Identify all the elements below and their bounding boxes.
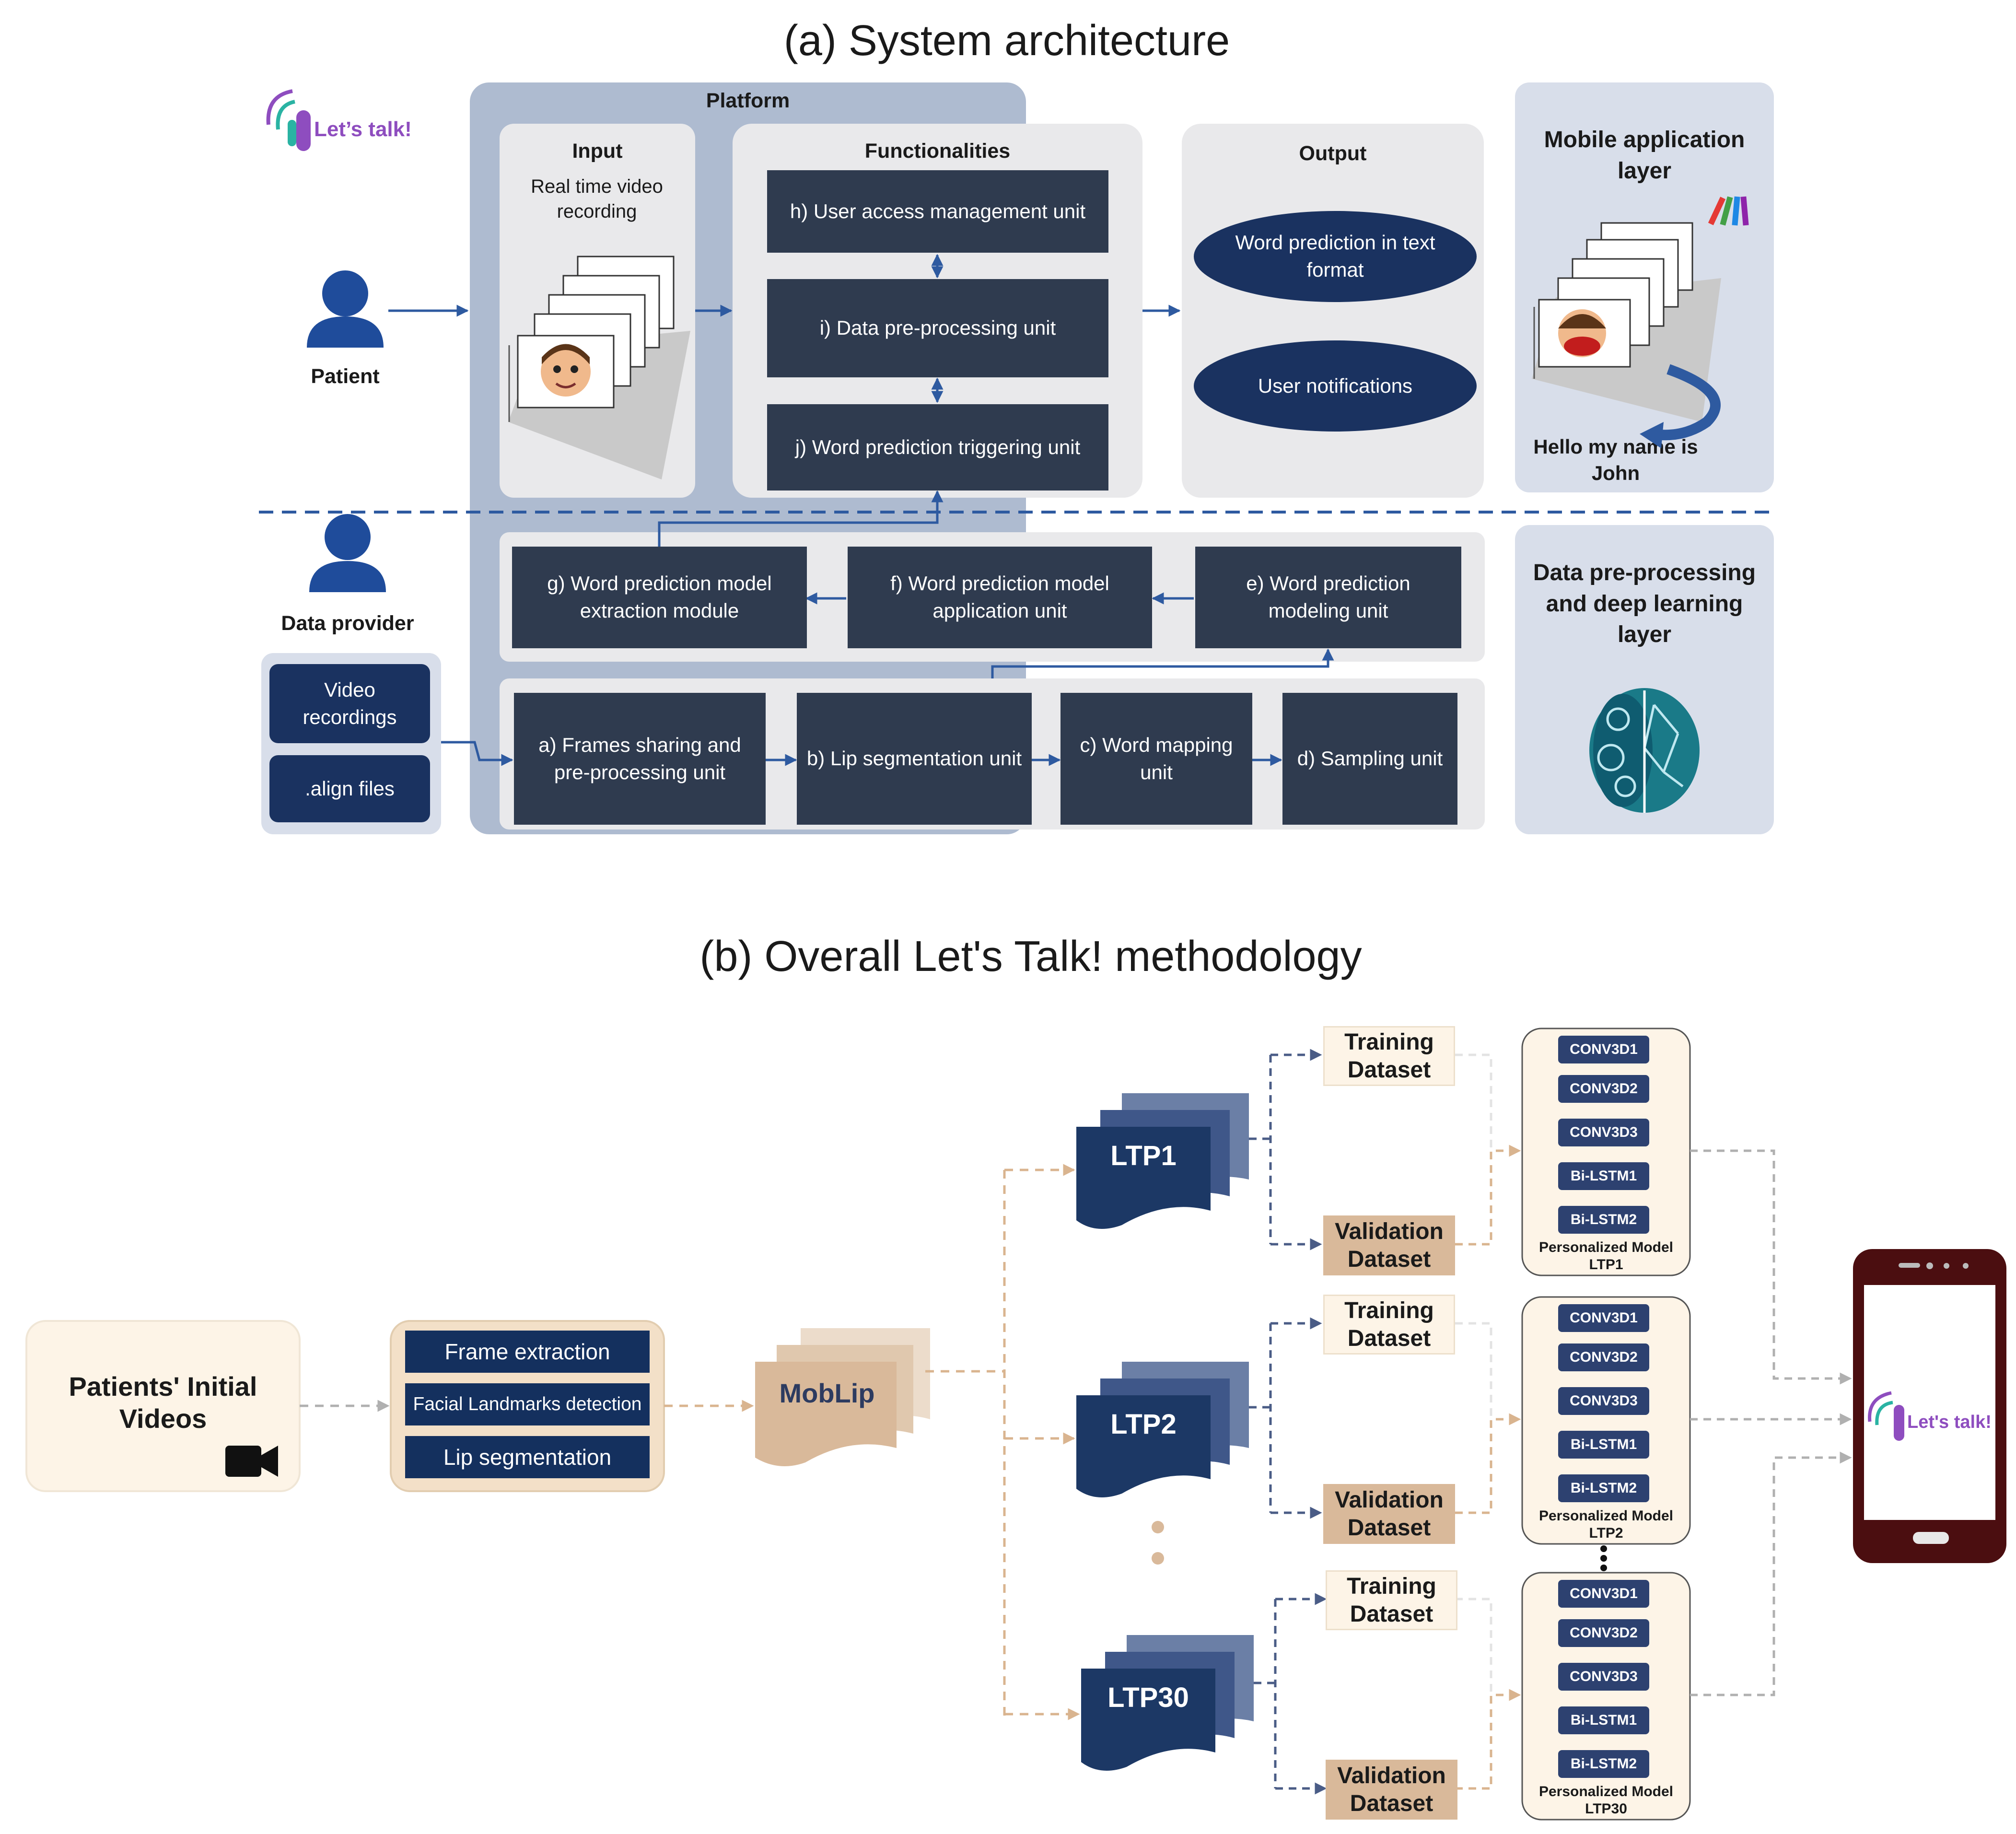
model3-caption: Personalized Model LTP30 (1538, 1783, 1674, 1817)
unit-d: d) Sampling unit (1282, 693, 1457, 825)
model2-layer-conv3d2: CONV3D2 (1558, 1343, 1649, 1371)
unit-e: e) Word prediction modeling unit (1195, 547, 1461, 648)
smartphone-icon (1853, 1249, 2006, 1563)
patient-icon (307, 270, 384, 348)
part-a-title: (a) System architecture (783, 16, 1230, 65)
model1-caption: Personalized Model LTP1 (1538, 1239, 1674, 1273)
output-notifications: User notifications (1194, 340, 1477, 432)
step-facial-landmarks: Facial Landmarks detection (405, 1383, 650, 1425)
phone-logo-text: Let's talk! (1907, 1412, 1992, 1432)
model1-layer-conv3d3: CONV3D3 (1558, 1119, 1649, 1146)
patient-label: Patient (311, 364, 380, 388)
model2-caption: Personalized Model LTP2 (1538, 1507, 1674, 1541)
ltp30-stack (1081, 1635, 1254, 1771)
unit-j: j) Word prediction triggering unit (767, 404, 1108, 491)
brain-icon-overlay (1589, 688, 1700, 813)
model3-layer-bilstm1: Bi-LSTM1 (1558, 1706, 1649, 1734)
model2-layer-bilstm1: Bi-LSTM1 (1558, 1431, 1649, 1459)
output-panel (1182, 124, 1484, 498)
unit-i: i) Data pre-processing unit (767, 279, 1108, 377)
data-layer-title: Data pre-processing and deep learning la… (1533, 560, 1756, 648)
model2-layer-bilstm2: Bi-LSTM2 (1558, 1474, 1649, 1502)
input-subtitle: Real time video recording (531, 176, 663, 222)
mobile-layer-title: Mobile application layer (1544, 127, 1745, 184)
source-video-recordings: Video recordings (269, 664, 430, 743)
step-frame-extraction: Frame extraction (405, 1331, 650, 1373)
ellipsis-dot (1600, 1545, 1607, 1552)
ltp1-validation-dataset: Validation Dataset (1323, 1215, 1455, 1275)
ltp2-validation-dataset: Validation Dataset (1323, 1484, 1455, 1544)
unit-a: a) Frames sharing and pre-processing uni… (514, 693, 766, 825)
mobile-illustration-overlay (1532, 196, 1749, 448)
source-align-files: .align files (269, 755, 430, 822)
lets-talk-logo-icon (266, 89, 311, 151)
functionalities-header: Functionalities (864, 139, 1011, 163)
ltp1-training-dataset: Training Dataset (1323, 1026, 1455, 1086)
avatar-face-icon (541, 344, 591, 397)
initial-videos-label: Patients' Initial Videos (69, 1371, 257, 1434)
ltp1-label: LTP1 (1110, 1140, 1177, 1171)
ellipsis-dot (1600, 1555, 1607, 1562)
data-provider-icon (309, 514, 386, 592)
logo-text: Let’s talk! (314, 117, 412, 141)
unit-f: f) Word prediction model application uni… (848, 547, 1152, 648)
unit-b: b) Lip segmentation unit (797, 693, 1032, 825)
ltp2-stack (1076, 1362, 1249, 1497)
moblip-stack (755, 1328, 930, 1466)
moblip-label: MobLip (779, 1378, 875, 1408)
model1-layer-conv3d2: CONV3D2 (1558, 1075, 1649, 1103)
model1-layer-bilstm1: Bi-LSTM1 (1558, 1162, 1649, 1190)
model1-layer-conv3d1: CONV3D1 (1558, 1036, 1649, 1063)
ltp30-validation-dataset: Validation Dataset (1326, 1760, 1457, 1820)
ellipsis-dot (1600, 1565, 1607, 1571)
ltp30-training-dataset: Training Dataset (1326, 1570, 1457, 1630)
model3-layer-bilstm2: Bi-LSTM2 (1558, 1750, 1649, 1778)
input-header: Input (572, 139, 623, 163)
ltp2-label: LTP2 (1110, 1408, 1177, 1440)
model2-layer-conv3d1: CONV3D1 (1558, 1304, 1649, 1332)
video-frames-illustration (508, 256, 690, 479)
ellipsis-dot (1152, 1552, 1164, 1565)
output-header: Output (1299, 141, 1367, 165)
model3-layer-conv3d3: CONV3D3 (1558, 1663, 1649, 1691)
output-word-prediction: Word prediction in text format (1194, 211, 1477, 302)
ltp30-label: LTP30 (1107, 1682, 1189, 1713)
model1-layer-bilstm2: Bi-LSTM2 (1558, 1206, 1649, 1234)
unit-g: g) Word prediction model extraction modu… (512, 547, 807, 648)
ltp1-stack (1076, 1093, 1249, 1229)
unit-c: c) Word mapping unit (1060, 693, 1252, 825)
model3-layer-conv3d1: CONV3D1 (1558, 1580, 1649, 1608)
data-provider-label: Data provider (281, 611, 414, 635)
platform-label: Platform (706, 89, 790, 112)
ltp2-training-dataset: Training Dataset (1323, 1295, 1455, 1355)
step-lip-segmentation: Lip segmentation (405, 1436, 650, 1478)
unit-h: h) User access management unit (767, 170, 1108, 253)
model2-layer-conv3d3: CONV3D3 (1558, 1387, 1649, 1415)
part-b-title: (b) Overall Let's Talk! methodology (699, 932, 1362, 981)
model3-layer-conv3d2: CONV3D2 (1558, 1619, 1649, 1647)
video-camera-icon (225, 1446, 278, 1477)
ellipsis-dot (1152, 1521, 1164, 1533)
